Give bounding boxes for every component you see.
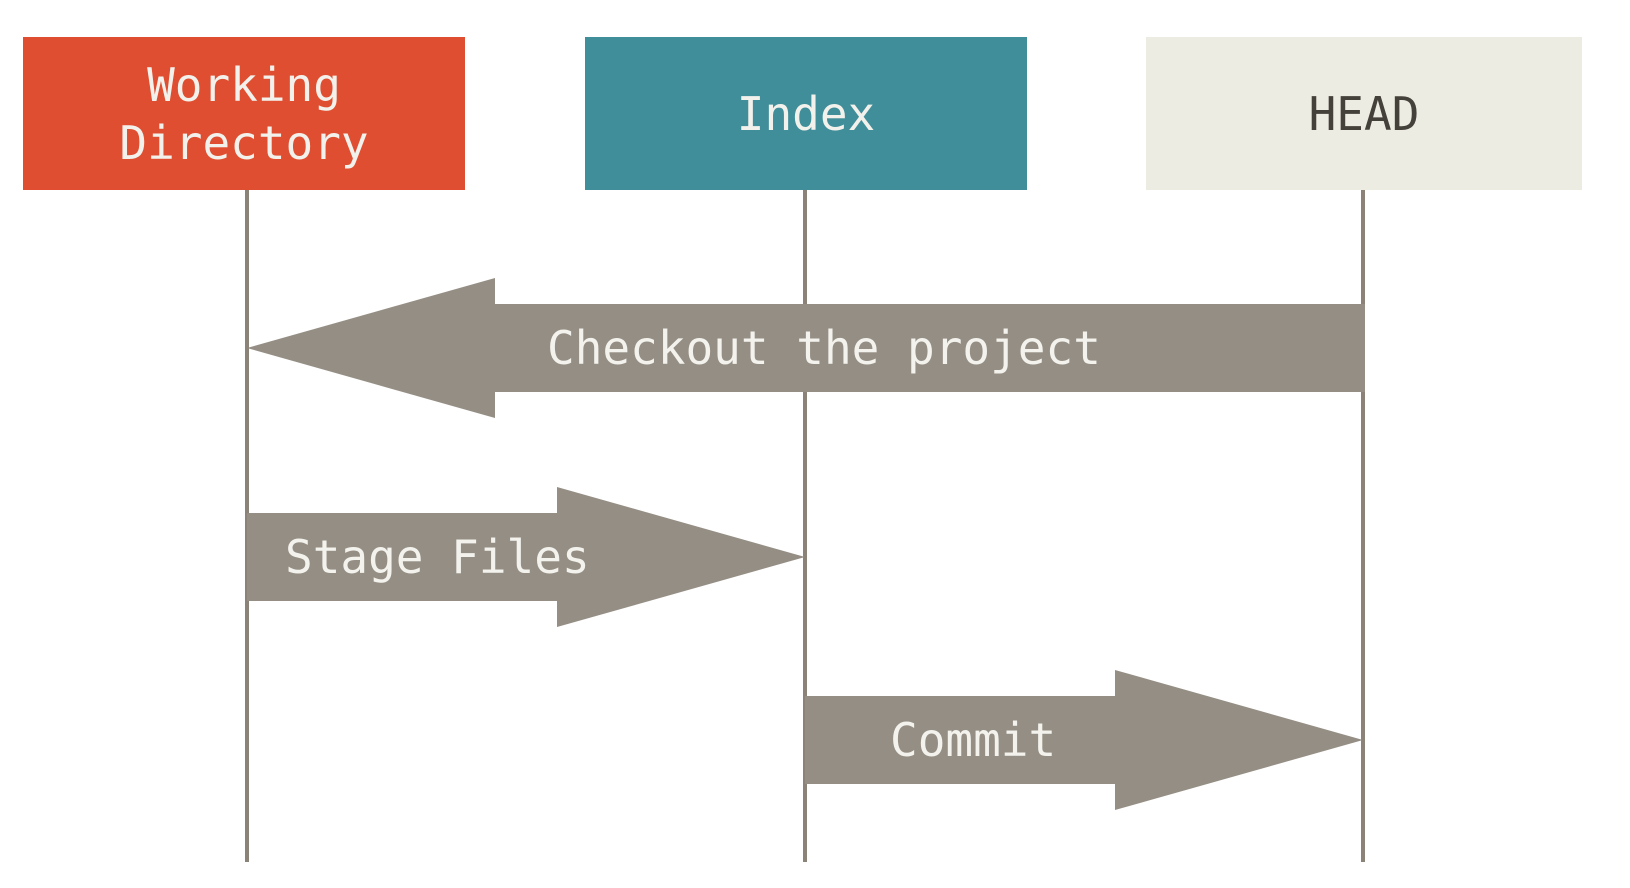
column-box-index: Index	[585, 37, 1027, 190]
arrow-stage-files: Stage Files	[247, 487, 805, 627]
column-label-head: HEAD	[1308, 86, 1420, 141]
arrow-checkout-shaft	[495, 304, 1365, 392]
arrow-commit-shaft	[805, 696, 1117, 784]
arrow-checkout-head-icon	[247, 278, 495, 418]
lifeline-index	[803, 190, 807, 862]
arrow-commit-label: Commit	[890, 713, 1057, 767]
column-label-working-directory: Working Directory	[119, 57, 369, 170]
column-box-working-directory: Working Directory	[23, 37, 465, 190]
lifeline-head	[1361, 190, 1365, 862]
arrow-commit-head-icon	[1115, 670, 1363, 810]
arrow-checkout: Checkout the project	[247, 278, 1365, 418]
column-box-head: HEAD	[1146, 37, 1582, 190]
arrow-stage-files-label: Stage Files	[285, 530, 590, 584]
arrow-commit: Commit	[805, 670, 1363, 810]
column-label-index: Index	[736, 86, 876, 141]
arrow-stage-files-head-icon	[557, 487, 805, 627]
arrow-stage-files-shaft	[247, 513, 559, 601]
arrow-checkout-label: Checkout the project	[547, 321, 1101, 375]
